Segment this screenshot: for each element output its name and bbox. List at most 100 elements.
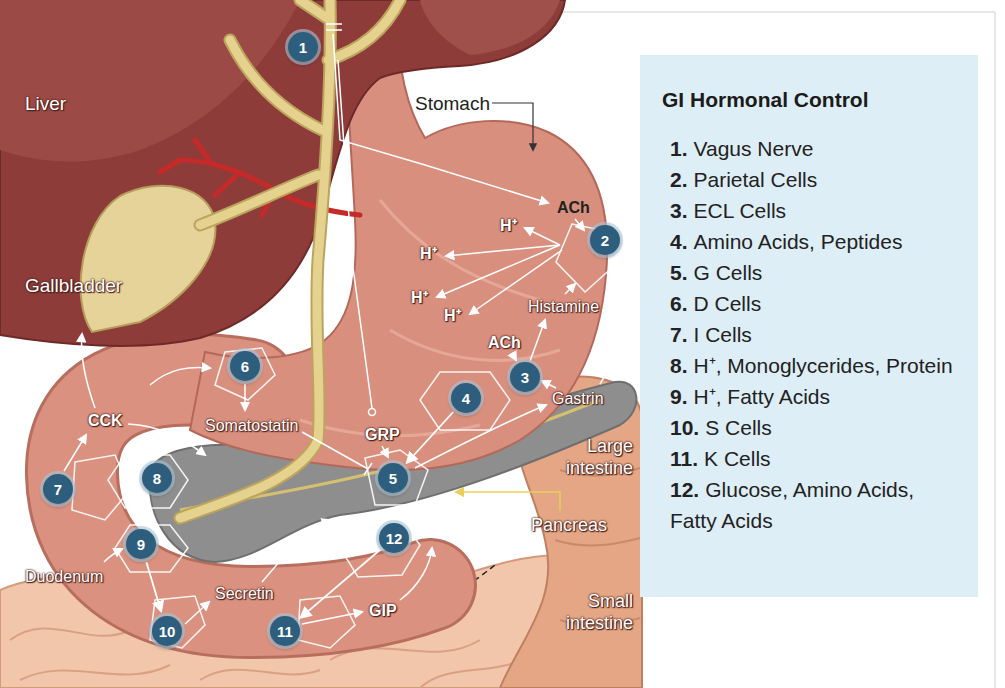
key-item: 10. S Cells [670, 412, 960, 443]
key-item: 6. D Cells [670, 288, 960, 319]
connector-arrow [146, 562, 161, 611]
key-number: 11. [670, 447, 698, 470]
key-number: 12. [670, 478, 699, 501]
key-number: 1. [670, 137, 688, 160]
key-number: 10. [670, 416, 699, 439]
key-text: I Cells [694, 323, 752, 346]
callout-number: 12 [379, 523, 409, 553]
key-text: H⁺, Monoglycerides, Protein [694, 354, 953, 377]
callout-text: 9 [137, 537, 145, 552]
key-item: 9. H⁺, Fatty Acids [670, 381, 960, 412]
callout-text: 6 [241, 359, 249, 374]
key-list: 1. Vagus Nerve 2. Parietal Cells 3. ECL Cells… [670, 133, 960, 536]
liver-lobe [420, 0, 560, 55]
connector-arrow [407, 412, 453, 463]
key-number: 9. [670, 385, 688, 408]
callout-number: 3 [510, 362, 540, 392]
stomach-fold [300, 200, 560, 436]
part-label: H⁺ [500, 216, 517, 236]
part-label: Small intestine [533, 590, 633, 634]
part-label: GIP [369, 601, 397, 621]
key-item: 2. Parietal Cells [670, 164, 960, 195]
nerve-terminal [369, 409, 376, 416]
key-item: 1. Vagus Nerve [670, 133, 960, 164]
part-label: Histamine [528, 297, 599, 317]
key-number: 4. [670, 230, 688, 253]
part-label: CCK [88, 411, 123, 431]
callout-number: 11 [270, 616, 300, 646]
key-text: Glucose, Amino Acids, Fatty Acids [670, 478, 914, 532]
key-item: 11. K Cells [670, 443, 960, 474]
callout-text: 1 [299, 40, 307, 55]
key-item: 7. I Cells [670, 319, 960, 350]
vagus-fiber [333, 34, 548, 203]
panel-title: GI Hormonal Control [662, 88, 964, 112]
vagus-fiber [338, 60, 372, 408]
callout-number: 2 [590, 225, 620, 255]
callout-number: 8 [142, 463, 172, 493]
key-text: Parietal Cells [694, 168, 818, 191]
callout-text: 2 [601, 233, 609, 248]
callout-text: 11 [277, 624, 293, 639]
part-label: Somatostatin [205, 416, 298, 436]
callout-number: 1 [288, 32, 318, 62]
part-label: ACh [488, 333, 521, 353]
part-label: GRP [365, 425, 400, 445]
key-item: 8. H⁺, Monoglycerides, Protein [670, 350, 960, 381]
part-label: H⁺ [444, 306, 461, 326]
signal-arrow [64, 219, 619, 624]
key-text: K Cells [704, 447, 771, 470]
key-number: 2. [670, 168, 688, 191]
bile-duct [180, 0, 400, 518]
callout-text: 12 [386, 531, 403, 546]
key-text: S Cells [705, 416, 772, 439]
key-item: 12.Glucose, Amino Acids, Fatty Acids [670, 474, 960, 536]
key-number: 8. [670, 354, 688, 377]
part-label: Pancreas [531, 514, 607, 536]
vagus-symbol [326, 24, 342, 30]
callout-text: 10 [159, 624, 176, 639]
key-number: 6. [670, 292, 688, 315]
key-text: D Cells [694, 292, 762, 315]
callout-number: 9 [126, 529, 156, 559]
key-panel: GI Hormonal Control 1. Vagus Nerve 2. Pariet… [640, 55, 978, 597]
part-label: Gallbladder [25, 274, 122, 297]
callout-number: 7 [43, 474, 73, 504]
part-label: Stomach [415, 92, 490, 115]
callout-number: 10 [152, 616, 182, 646]
callout-number: 6 [230, 351, 260, 381]
key-item: 5. G Cells [670, 257, 960, 288]
callout-text: 8 [153, 471, 161, 486]
part-label: H⁺ [411, 288, 428, 308]
key-number: 5. [670, 261, 688, 284]
key-text: Vagus Nerve [694, 137, 814, 160]
key-number: 3. [670, 199, 688, 222]
part-label: H⁺ [420, 244, 437, 264]
callout-text: 7 [54, 482, 62, 497]
inhibition-line [302, 432, 372, 475]
bile-duct-outline [180, 0, 400, 518]
liver [0, 0, 565, 346]
key-number: 7. [670, 323, 688, 346]
key-text: ECL Cells [694, 199, 787, 222]
part-label: Duodenum [25, 567, 103, 587]
key-item: 3. ECL Cells [670, 195, 960, 226]
callout-number: 4 [451, 383, 481, 413]
part-label: Gastrin [552, 389, 604, 409]
callout-number: 5 [378, 463, 408, 493]
part-label: Large intestine [533, 435, 633, 479]
callout-text: 5 [389, 471, 397, 486]
callout-text: 4 [462, 391, 470, 406]
connector-arrow [301, 550, 380, 617]
key-item: 4. Amino Acids, Peptides [670, 226, 960, 257]
gallbladder [81, 186, 216, 332]
key-text: Amino Acids, Peptides [694, 230, 903, 253]
cell-outline [72, 224, 615, 648]
stomach-leader [492, 103, 533, 150]
part-label: Secretin [215, 584, 274, 604]
key-text: H⁺, Fatty Acids [694, 385, 831, 408]
key-text: G Cells [694, 261, 763, 284]
part-label: ACh [557, 198, 590, 218]
pancreas-leader [456, 492, 560, 511]
